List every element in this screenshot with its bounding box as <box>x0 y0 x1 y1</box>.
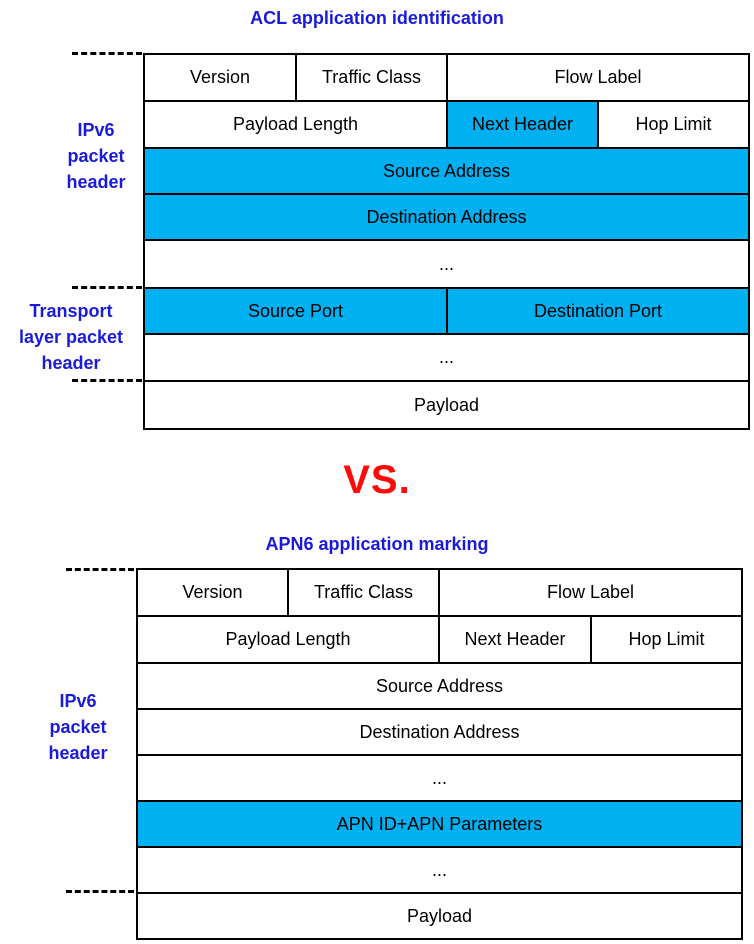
bottom-apn-field: APN ID+APN Parameters <box>136 800 743 848</box>
bottom-ipv6-label-line: header <box>48 743 108 763</box>
top-transport-start-dash <box>72 286 142 289</box>
top-transport-header-label: Transport layer packet header <box>6 298 136 376</box>
top-version-field: Version <box>143 53 297 102</box>
top-diagram-title: ACL application identification <box>250 8 504 28</box>
top-destination-address-field: Destination Address <box>143 193 750 241</box>
top-source-address-field: Source Address <box>143 147 750 195</box>
bottom-hop-limit-field: Hop Limit <box>590 615 743 664</box>
top-ellipsis-row: ... <box>143 239 750 289</box>
bottom-ipv6-end-dash <box>66 890 134 893</box>
bottom-diagram-title: APN6 application marking <box>265 534 489 554</box>
bottom-ipv6-label-line: packet <box>49 717 107 737</box>
top-payload-length-field: Payload Length <box>143 100 448 149</box>
top-flow-label-field: Flow Label <box>446 53 750 102</box>
top-transport-label-line: header <box>41 353 101 373</box>
top-transport-label-line: Transport <box>29 301 113 321</box>
bottom-traffic-class-field: Traffic Class <box>287 568 440 617</box>
bottom-ipv6-start-dash <box>66 568 134 571</box>
top-next-header-field: Next Header <box>446 100 599 149</box>
top-ellipsis-row: ... <box>143 333 750 382</box>
bottom-ipv6-label-line: IPv6 <box>59 691 97 711</box>
top-source-port-field: Source Port <box>143 287 448 335</box>
top-transport-end-dash <box>72 379 142 382</box>
top-ipv6-label-line: header <box>66 172 126 192</box>
top-payload-field: Payload <box>143 380 750 430</box>
vs-label: VS. <box>343 458 411 502</box>
bottom-ipv6-header-label: IPv6 packet header <box>30 688 126 766</box>
top-transport-label-line: layer packet <box>18 327 124 347</box>
bottom-ellipsis-row: ... <box>136 754 743 802</box>
bottom-payload-length-field: Payload Length <box>136 615 440 664</box>
top-ipv6-label-line: IPv6 <box>77 120 115 140</box>
bottom-next-header-field: Next Header <box>438 615 592 664</box>
top-ipv6-label-line: packet <box>67 146 125 166</box>
bottom-payload-field: Payload <box>136 892 743 940</box>
bottom-flow-label-field: Flow Label <box>438 568 743 617</box>
bottom-version-field: Version <box>136 568 289 617</box>
bottom-ellipsis-row: ... <box>136 846 743 894</box>
bottom-source-address-field: Source Address <box>136 662 743 710</box>
top-hop-limit-field: Hop Limit <box>597 100 750 149</box>
top-ipv6-start-dash <box>72 52 142 55</box>
top-destination-port-field: Destination Port <box>446 287 750 335</box>
bottom-destination-address-field: Destination Address <box>136 708 743 756</box>
top-traffic-class-field: Traffic Class <box>295 53 448 102</box>
top-ipv6-header-label: IPv6 packet header <box>48 117 144 195</box>
